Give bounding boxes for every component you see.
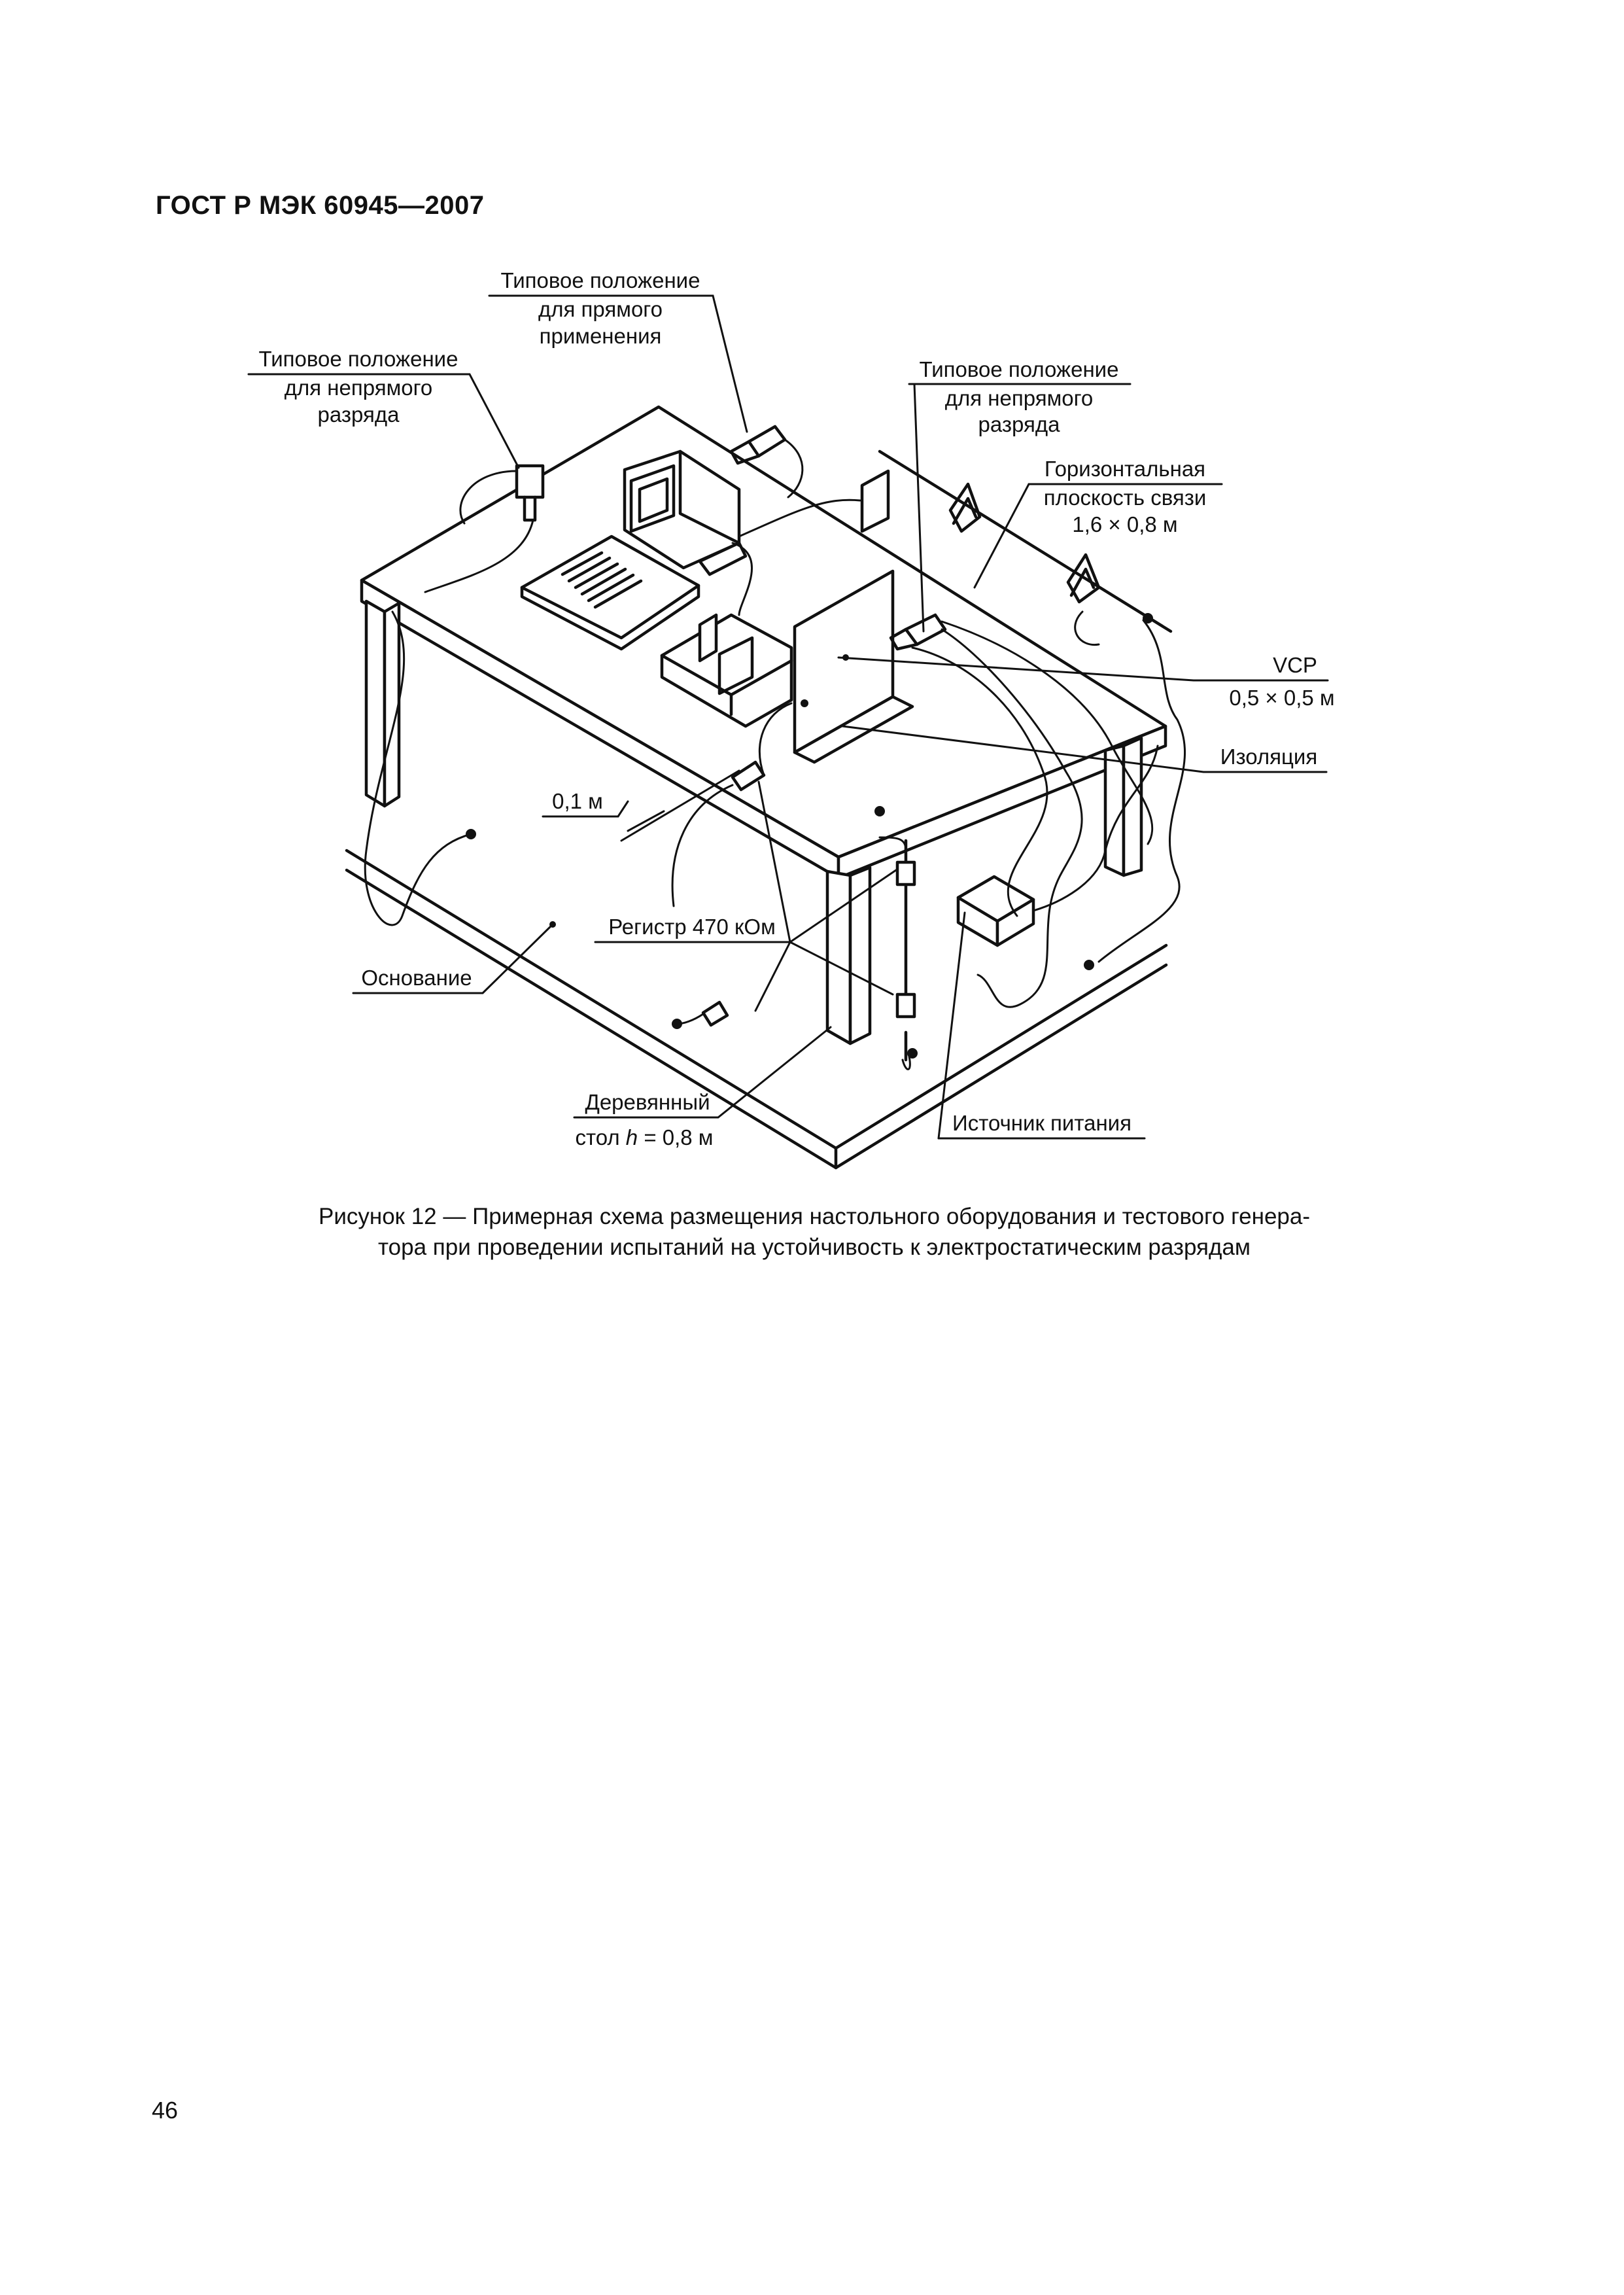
page-number: 46 (152, 2097, 179, 2124)
label-direct-line3: применения (540, 324, 662, 348)
label-distance: 0,1 м (552, 789, 603, 813)
caption-line-2: тора при проведении испытаний на устойчи… (378, 1235, 1251, 1260)
leader-lines (247, 294, 1329, 1140)
label-table-prefix: стол (576, 1125, 626, 1149)
label-table-line1: Деревянный (585, 1090, 710, 1114)
figure-caption: Рисунок 12 — Примерная схема размещения … (262, 1201, 1367, 1263)
label-hcp-line1: Горизонтальная (1045, 457, 1205, 481)
label-indirect-right-line2: для непрямого (945, 386, 1094, 410)
label-direct-line2: для прямого (538, 297, 663, 321)
monitor (623, 449, 748, 576)
label-indirect-right-line1: Типовое положение (920, 357, 1119, 381)
caption-line-1: Рисунок 12 — Примерная схема размещения … (318, 1204, 1311, 1229)
label-indirect-right-line3: разряда (978, 412, 1061, 436)
power-supply (956, 875, 1035, 947)
label-indirect-left-line1: Типовое положение (259, 347, 458, 371)
label-hcp-line2: плоскость связи (1044, 485, 1207, 510)
label-direct-line1: Типовое положение (501, 268, 700, 292)
resistors (895, 839, 916, 1062)
figure-labels: Типовое положение для прямого применения… (259, 268, 1335, 1149)
label-hcp-line3: 1,6 × 0,8 м (1072, 512, 1177, 536)
label-power-supply: Источник питания (952, 1111, 1132, 1135)
label-vcp-line2: 0,5 × 0,5 м (1229, 686, 1334, 710)
label-resistor: Регистр 470 кОм (608, 915, 776, 939)
label-table-height-var: h (626, 1125, 638, 1149)
label-table-line2: стол h = 0,8 м (576, 1125, 714, 1149)
keyboard (520, 534, 700, 651)
label-indirect-left-line2: для непрямого (285, 376, 433, 400)
label-indirect-left-line3: разряда (318, 402, 400, 427)
label-table-suffix: = 0,8 м (638, 1125, 713, 1149)
ground-plane (345, 849, 1168, 1170)
test-unit (660, 613, 793, 728)
label-vcp-line1: VCP (1273, 653, 1317, 677)
document-header: ГОСТ Р МЭК 60945—2007 (156, 191, 485, 220)
label-ground: Основание (361, 966, 472, 990)
horizontal-coupling-plane (860, 449, 1173, 633)
vertical-coupling-plane (793, 569, 914, 764)
label-insulation: Изоляция (1220, 745, 1317, 769)
